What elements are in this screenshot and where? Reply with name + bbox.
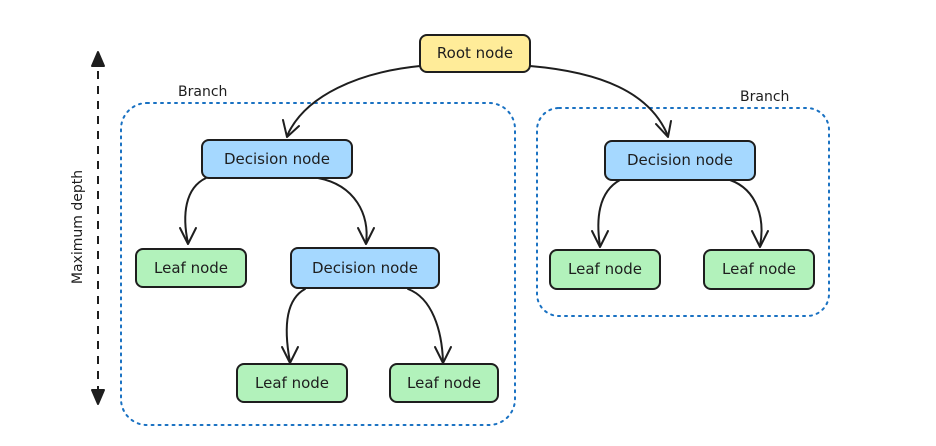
node-decision-left: Decision node	[201, 139, 353, 179]
edge-root-to-decision-right-arrow-icon	[655, 120, 672, 138]
depth-axis-bottom-arrow-icon	[91, 389, 105, 405]
node-leaf-inner-left-label: Leaf node	[255, 374, 329, 392]
node-decision-right-label: Decision node	[627, 151, 733, 169]
branch-right-box	[536, 107, 830, 317]
node-leaf-right-left-box	[549, 249, 661, 290]
node-decision-inner-box	[290, 247, 440, 289]
depth-axis-top-arrow-icon	[91, 51, 105, 67]
node-leaf-left-box	[135, 248, 247, 288]
node-decision-right-box	[604, 140, 756, 181]
depth-axis-label: Maximum depth	[70, 170, 86, 284]
node-leaf-right-left: Leaf node	[549, 249, 661, 290]
node-root: Root node	[419, 34, 531, 73]
edge-decision-right-to-leaf-right-right	[729, 179, 763, 247]
edge-decision-right-to-leaf-right-right-arrow-icon	[751, 230, 769, 248]
edge-root-to-decision-right	[529, 65, 669, 137]
branch-right: Branch	[536, 89, 830, 317]
branch-right-label: Branch	[740, 89, 789, 105]
node-leaf-inner-right-label: Leaf node	[407, 374, 481, 392]
maximum-depth-axis: Maximum depth	[70, 51, 105, 405]
node-decision-inner: Decision node	[290, 247, 440, 289]
branch-left: Branch	[120, 84, 516, 426]
node-decision-inner-label: Decision node	[312, 259, 418, 277]
edge-decision-inner-to-leaf-inner-left	[285, 288, 306, 363]
node-leaf-right-right-box	[703, 249, 815, 290]
node-leaf-inner-right-box	[389, 363, 499, 403]
node-root-label: Root node	[437, 44, 513, 62]
edge-decision-left-to-decision-inner-arrow-icon	[357, 227, 375, 245]
node-leaf-right-right-label: Leaf node	[722, 260, 796, 278]
node-leaf-left-label: Leaf node	[154, 259, 228, 277]
edge-decision-left-to-leaf-left-arrow-icon	[179, 227, 197, 245]
node-decision-right: Decision node	[604, 140, 756, 181]
edge-root-to-decision-left	[286, 65, 421, 137]
node-leaf-right-right: Leaf node	[703, 249, 815, 290]
node-decision-left-label: Decision node	[224, 150, 330, 168]
edge-decision-left-to-leaf-left	[184, 177, 207, 244]
edge-decision-right-to-leaf-right-left-arrow-icon	[591, 230, 609, 248]
branch-left-box	[120, 102, 516, 426]
node-leaf-left: Leaf node	[135, 248, 247, 288]
edge-decision-inner-to-leaf-inner-right	[407, 288, 444, 363]
node-decision-left-box	[201, 139, 353, 179]
branch-left-label: Branch	[178, 84, 227, 100]
edge-root-to-decision-left-arrow-icon	[282, 119, 300, 138]
node-leaf-inner-left: Leaf node	[236, 363, 348, 403]
edge-decision-left-to-decision-inner	[317, 177, 368, 244]
node-root-box	[419, 34, 531, 73]
node-leaf-inner-left-box	[236, 363, 348, 403]
edges-layer	[179, 65, 769, 364]
node-leaf-right-left-label: Leaf node	[568, 260, 642, 278]
edge-decision-right-to-leaf-right-left	[597, 179, 621, 247]
node-leaf-inner-right: Leaf node	[389, 363, 499, 403]
